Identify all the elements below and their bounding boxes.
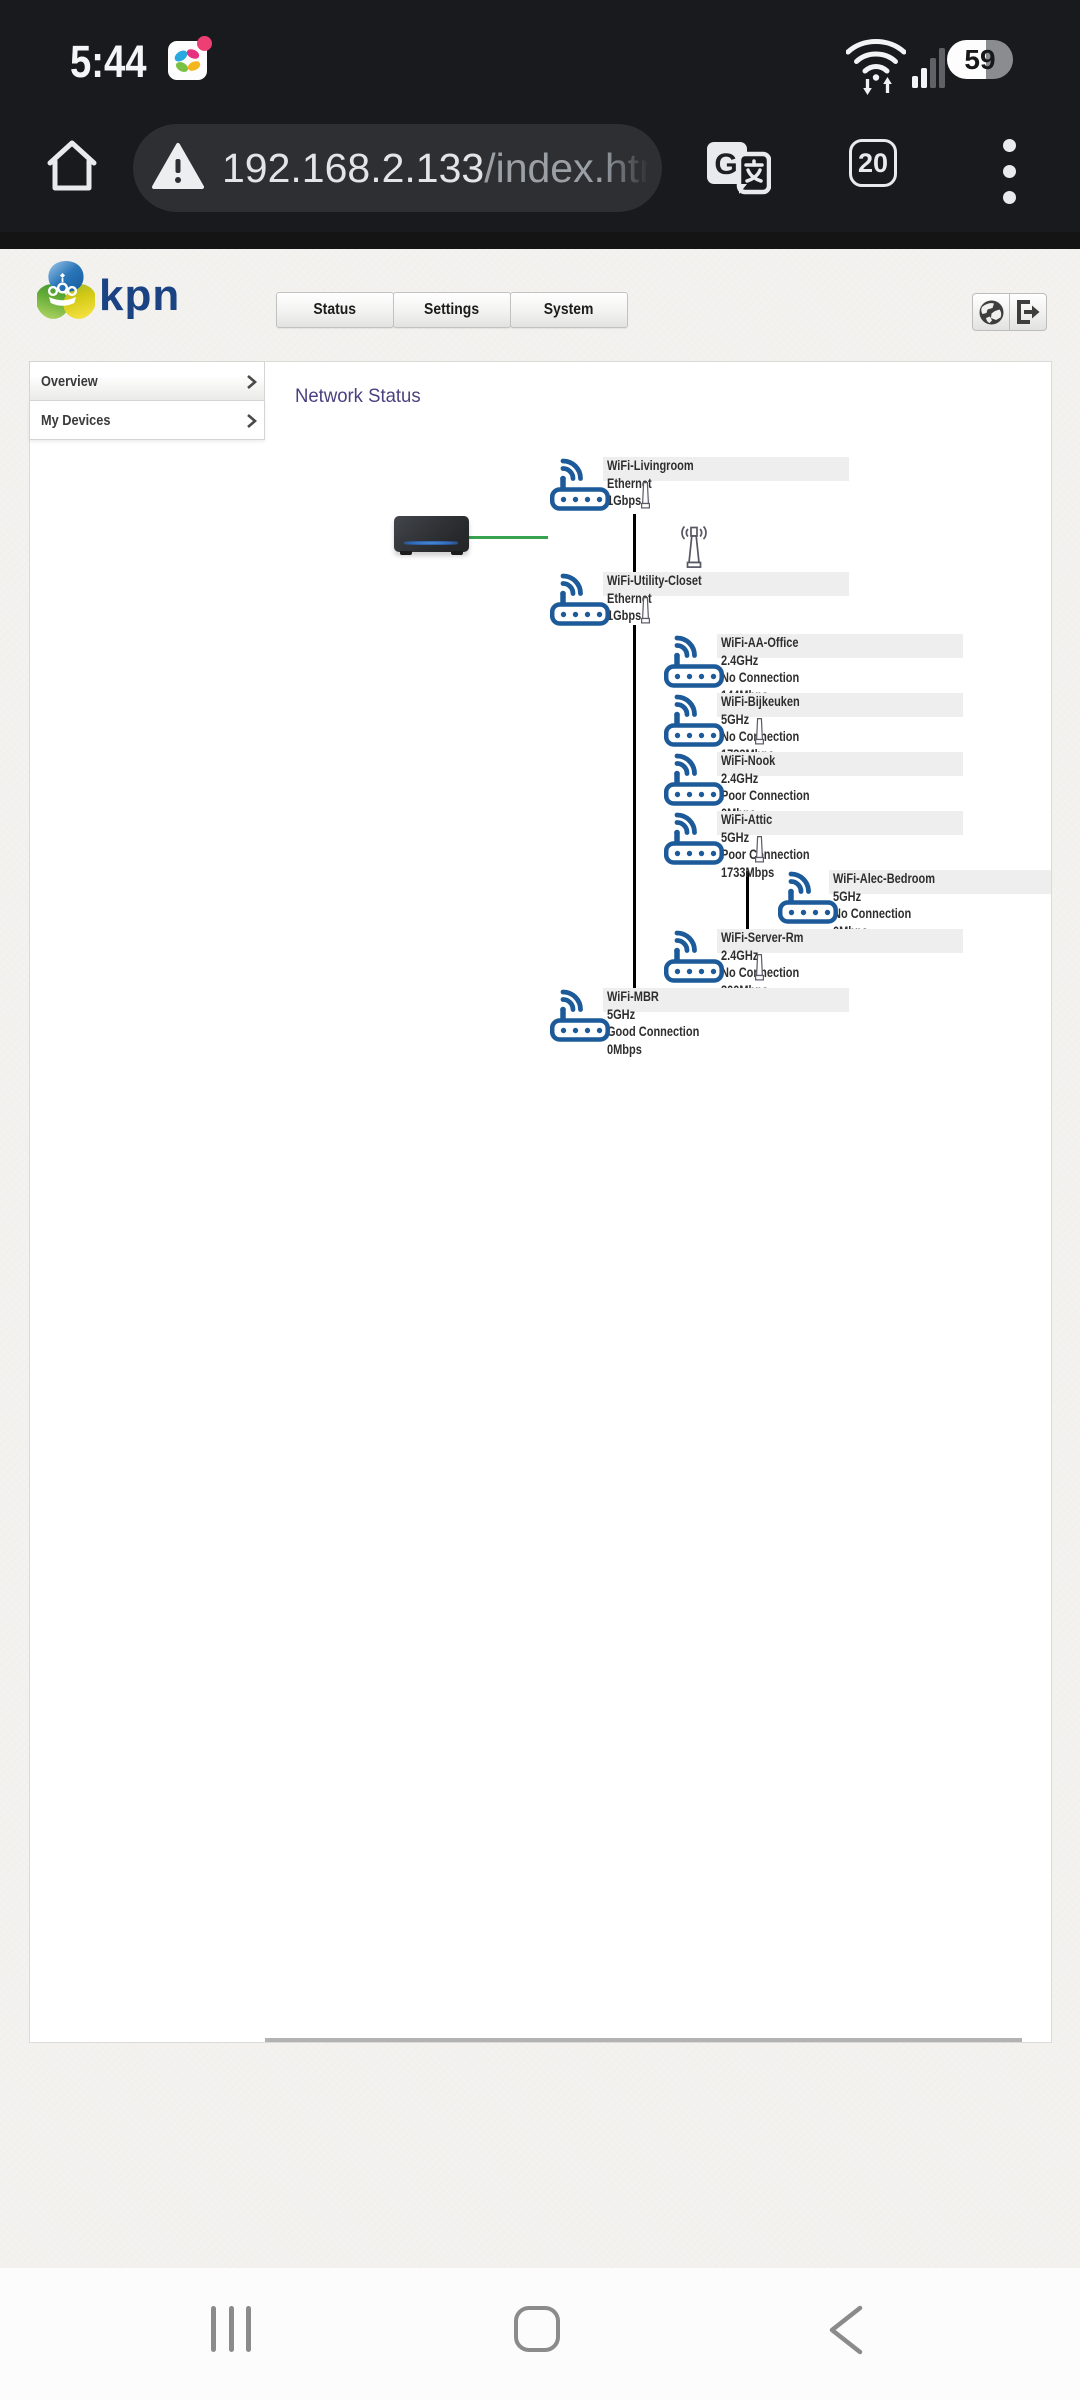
recents-button[interactable] <box>228 2306 234 2352</box>
recents-button[interactable] <box>211 2306 216 2352</box>
battery-indicator: 59 <box>947 40 1013 79</box>
status-time: 5:44 <box>70 36 147 87</box>
url-host: 192.168.2.133 <box>222 145 485 191</box>
chevron-right-icon <box>247 414 257 428</box>
tab-system[interactable]: System <box>510 292 628 328</box>
language-button[interactable] <box>972 293 1010 331</box>
wifi-status-icon <box>846 39 906 95</box>
horizontal-scrollbar[interactable] <box>265 2038 1022 2042</box>
chevron-right-icon <box>247 375 257 389</box>
sidebar-item-my-devices[interactable]: My Devices <box>29 400 265 440</box>
translate-icon[interactable]: G <box>705 132 771 202</box>
logout-icon <box>1017 300 1040 324</box>
content-panel <box>29 361 1052 2043</box>
recents-button[interactable] <box>246 2306 251 2352</box>
kpn-wordmark: kpn <box>99 271 181 320</box>
home-button-icon[interactable] <box>44 136 100 196</box>
header-buttons <box>972 293 1047 331</box>
battery-percent: 59 <box>964 43 996 75</box>
kpn-logo <box>37 261 95 319</box>
page-title: Network Status <box>295 385 421 407</box>
browser-menu-icon[interactable] <box>1003 191 1016 204</box>
tab-settings[interactable]: Settings <box>393 292 511 328</box>
svg-text:G: G <box>714 148 737 181</box>
android-navigation-bar <box>0 2268 1080 2400</box>
url-bar[interactable] <box>133 124 662 212</box>
tab-counter-button[interactable]: 20 <box>849 139 897 187</box>
url-text[interactable]: 192.168.2.133/index.htm <box>222 124 654 212</box>
globe-icon <box>979 300 1003 324</box>
sidebar-item-overview[interactable]: Overview <box>29 361 265 401</box>
cell-signal-icon <box>912 48 945 88</box>
tab-count: 20 <box>857 147 889 178</box>
tab-status[interactable]: Status <box>276 292 394 328</box>
back-nav-button[interactable] <box>824 2304 868 2356</box>
page-top-strip <box>0 232 1080 249</box>
browser-chrome: 5:44 59 <box>0 0 1080 232</box>
notification-dot <box>197 36 212 51</box>
browser-menu-icon[interactable] <box>1003 139 1016 152</box>
main-tabs: Status Settings System <box>276 292 628 328</box>
logout-button[interactable] <box>1009 293 1047 331</box>
home-nav-button[interactable] <box>514 2306 560 2352</box>
url-path: /index.htm <box>484 145 654 191</box>
security-warning-icon[interactable] <box>152 142 204 190</box>
browser-menu-icon[interactable] <box>1003 165 1016 178</box>
